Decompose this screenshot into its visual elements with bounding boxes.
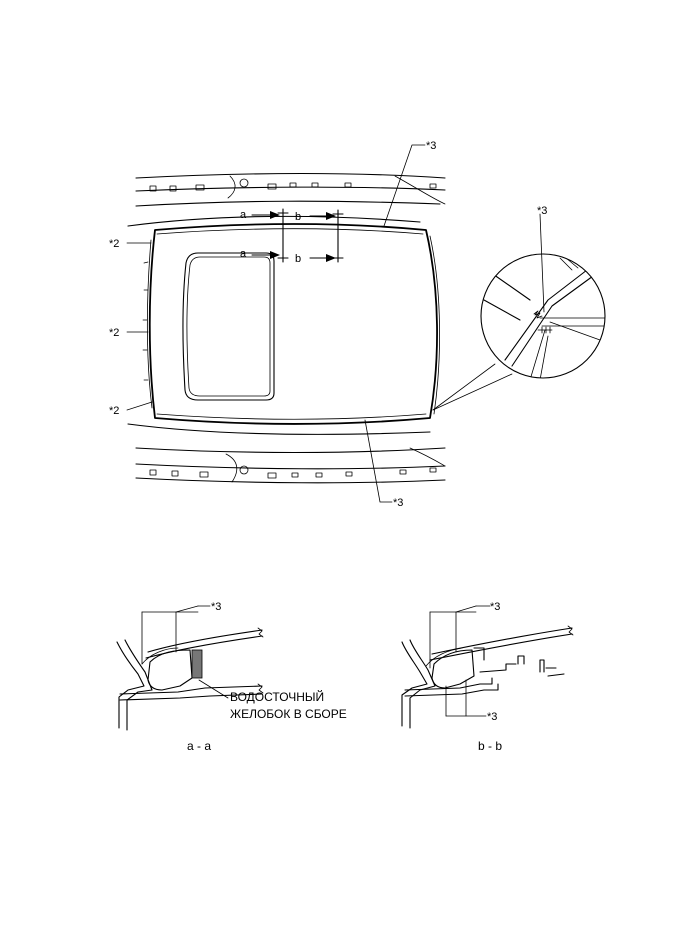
- section-aa: *3 ВОДОСТОЧНЫЙ ЖЕЛОБОК В СБОРЕ a - a: [116, 601, 347, 753]
- callouts-3-top-view: *3 *3: [364, 140, 436, 509]
- section-aa-caption: a - a: [187, 739, 211, 753]
- sunroof-opening: [182, 252, 275, 401]
- callout-3-aa: *3: [211, 601, 221, 613]
- callout-3-bb-top: *3: [490, 601, 500, 613]
- section-a-label-top: a: [240, 209, 247, 221]
- callout-2-top: *2: [109, 238, 119, 250]
- lower-side-rail: [127, 423, 446, 484]
- section-a-label-bottom: a: [240, 248, 247, 260]
- roof-top-view: a a b b *2 *2 *2 *3 *3: [109, 140, 513, 509]
- callout-3-bb-bottom: *3: [487, 711, 497, 723]
- roof-panel-outline: [148, 223, 438, 425]
- callout-3-upper: *3: [426, 140, 436, 152]
- gutter-label-line2: ЖЕЛОБОК В СБОРЕ: [230, 707, 347, 721]
- section-bb-caption: b - b: [478, 739, 502, 753]
- callout-2-middle: *2: [109, 327, 119, 339]
- section-markers: a a b b: [240, 208, 344, 265]
- callout-2-bottom: *2: [109, 405, 119, 417]
- upper-side-rail: [127, 172, 446, 227]
- section-b-label-top: b: [295, 211, 301, 223]
- section-b-label-bottom: b: [295, 253, 301, 265]
- callouts-2: *2 *2 *2: [109, 238, 153, 417]
- callout-3-lower: *3: [393, 497, 403, 509]
- section-bb: *3 *3 b - b: [401, 601, 574, 753]
- callout-3-detail: *3: [537, 205, 547, 217]
- detail-magnifier: *3: [480, 205, 606, 379]
- gutter-label-line1: ВОДОСТОЧНЫЙ: [230, 689, 324, 704]
